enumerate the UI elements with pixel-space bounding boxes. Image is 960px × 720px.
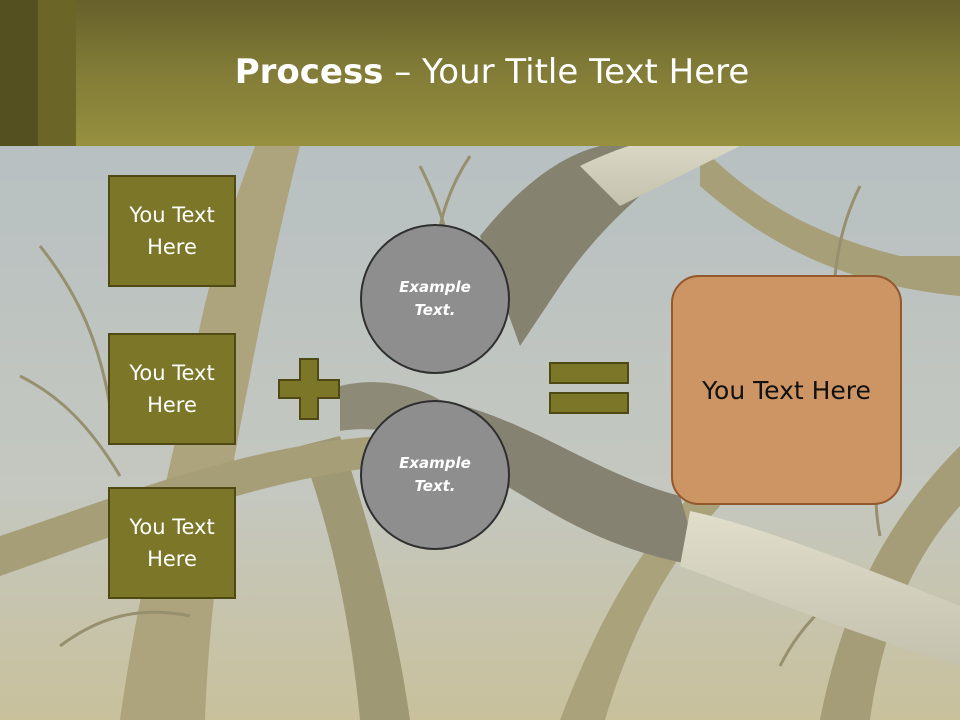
header-stripe [38,0,76,146]
example-circle-1[interactable]: Example Text. [360,224,510,374]
result-box[interactable]: You Text Here [671,275,902,505]
left-text-box-3[interactable]: You Text Here [108,487,236,599]
example-circle-2[interactable]: Example Text. [360,400,510,550]
example-circle-label: Example Text. [399,278,471,319]
left-text-box-2[interactable]: You Text Here [108,333,236,445]
left-text-box-label: You Text Here [129,515,215,571]
header-stripe [0,0,38,146]
plus-icon[interactable] [278,358,340,420]
left-text-box-label: You Text Here [129,203,215,259]
left-text-box-1[interactable]: You Text Here [108,175,236,287]
slide-title[interactable]: Process – Your Title Text Here [0,52,960,92]
example-circle-label: Example Text. [399,454,471,495]
result-box-label: You Text Here [702,375,871,405]
title-bold-word: Process [234,52,384,92]
title-bar: Process – Your Title Text Here [0,0,960,146]
left-text-box-label: You Text Here [129,361,215,417]
equals-icon[interactable] [549,362,629,414]
title-rest: – Your Title Text Here [383,52,750,92]
